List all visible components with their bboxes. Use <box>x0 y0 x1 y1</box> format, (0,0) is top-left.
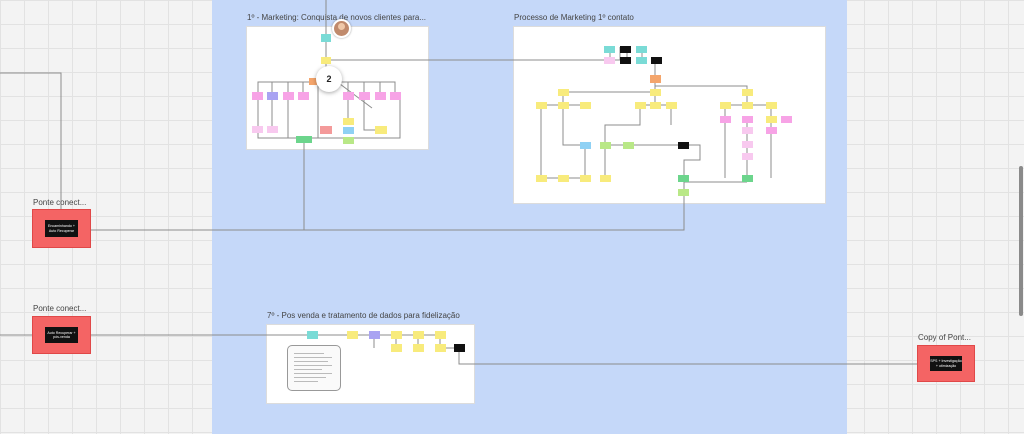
copy-ponte-inner-text: SPS + Investigação + otimização <box>930 356 962 371</box>
copy-ponte-card[interactable]: SPS + Investigação + otimização <box>918 346 974 381</box>
ponte-top-card[interactable]: Encaminhando + Auto Recuperar <box>33 210 90 247</box>
stickies-processo-marketing <box>536 46 792 196</box>
collaborator-count-badge[interactable]: 2 <box>316 66 342 92</box>
stickies-pos-venda <box>307 331 465 352</box>
frame-processo-marketing[interactable] <box>514 27 825 203</box>
ponte-bottom-inner-text: Auto Recuperar + pós-venda <box>45 327 78 343</box>
stickies-marketing-conquista <box>252 34 401 144</box>
connectors <box>0 0 947 365</box>
notes-card[interactable] <box>287 345 341 391</box>
copy-ponte-title[interactable]: Copy of Pont... <box>918 333 971 342</box>
frame-title-pos-venda[interactable]: 7º - Pos venda e tratamento de dados par… <box>267 311 460 320</box>
vertical-scrollbar[interactable] <box>1019 166 1023 316</box>
ponte-bottom-title[interactable]: Ponte conect... <box>33 304 87 313</box>
collaborator-avatar[interactable] <box>332 19 351 38</box>
frame-title-marketing-conquista[interactable]: 1º - Marketing: Conquista de novos clien… <box>247 13 427 22</box>
ponte-top-title[interactable]: Ponte conect... <box>33 198 87 207</box>
ponte-bottom-card[interactable]: Auto Recuperar + pós-venda <box>33 317 90 353</box>
ponte-top-inner-text: Encaminhando + Auto Recuperar <box>45 220 78 237</box>
frame-title-processo-marketing[interactable]: Processo de Marketing 1º contato <box>514 13 634 22</box>
